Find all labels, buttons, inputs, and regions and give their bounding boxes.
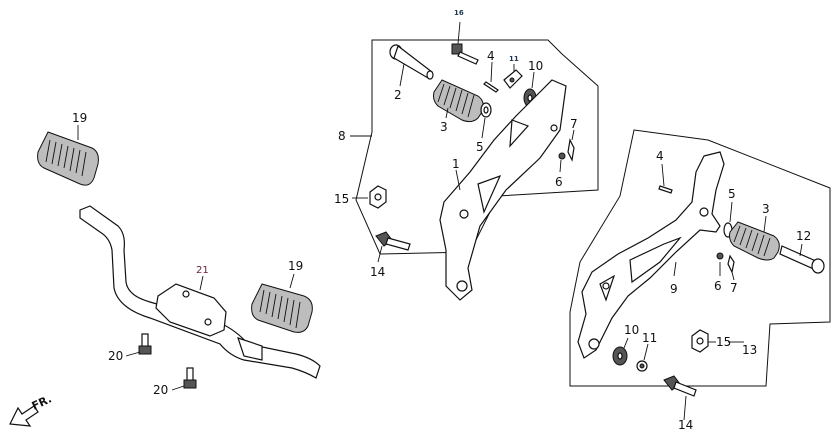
callout-9: 9 (670, 282, 678, 296)
part-19-rubber-bottom (251, 283, 313, 333)
callout-13: 13 (742, 343, 757, 357)
callout-21: 21 (196, 265, 209, 276)
callout-14-right: 14 (678, 418, 693, 432)
callout-4-left: 4 (487, 49, 495, 63)
callout-10-right: 10 (624, 323, 639, 337)
front-direction-label: FR. (30, 392, 54, 412)
part-3-footpeg (433, 79, 484, 123)
callout-10-left: 10 (528, 59, 543, 73)
callout-1: 1 (452, 157, 460, 171)
callout-20-bottom: 20 (153, 383, 168, 397)
callout-16: 16 (454, 9, 464, 17)
callout-4-right: 4 (656, 149, 664, 163)
callout-5-right: 5 (728, 187, 736, 201)
part-15-nut-left (369, 185, 387, 209)
callout-6-right: 6 (714, 279, 722, 293)
callout-20-top: 20 (108, 349, 123, 363)
callout-7-left: 7 (570, 117, 578, 131)
callout-11-left: 11 (509, 55, 519, 63)
part-2-pin (389, 44, 434, 80)
part-15-nut-right (691, 329, 709, 353)
part-16-bolt (451, 43, 479, 65)
callout-5-left: 5 (476, 140, 484, 154)
part-4-cotter-right (658, 185, 673, 194)
callout-15-left: 15 (334, 192, 349, 206)
part-3-footpeg-right (729, 221, 780, 261)
callout-19-bottom: 19 (288, 259, 303, 273)
part-7-pin-right (727, 254, 735, 274)
front-direction-arrow (9, 405, 39, 427)
callout-11-right: 11 (642, 331, 657, 345)
part-14-bolt-right (663, 375, 697, 397)
part-9-bracket-right (577, 151, 725, 359)
callout-8: 8 (338, 129, 346, 143)
callout-2: 2 (394, 88, 402, 102)
callout-3-right: 3 (762, 202, 770, 216)
part-21-step-bar (79, 205, 321, 379)
callout-15-right: 15 (716, 335, 731, 349)
part-11-plate-left (503, 69, 523, 89)
callout-3-left: 3 (440, 120, 448, 134)
part-5-washer-left (480, 102, 492, 118)
callout-6-left: 6 (555, 175, 563, 189)
callout-7-right: 7 (730, 281, 738, 295)
part-10-damper-right (612, 346, 628, 366)
part-19-rubber-top (37, 131, 99, 186)
part-1-bracket-left (439, 79, 567, 301)
part-20-bolt-bottom (183, 367, 197, 389)
part-14-bolt-left (375, 231, 411, 251)
callout-19-top: 19 (72, 111, 87, 125)
part-6-ball-right (716, 252, 724, 260)
part-4-cotter-left (483, 81, 499, 93)
part-6-ball-left (558, 152, 566, 160)
callout-14-left: 14 (370, 265, 385, 279)
callout-12: 12 (796, 229, 811, 243)
part-7-pin-left (567, 138, 575, 162)
part-12-pin-right (779, 245, 825, 274)
part-11-plate-right (636, 360, 648, 372)
group-13-outline (569, 129, 831, 387)
part-20-bolt-top (138, 333, 152, 355)
